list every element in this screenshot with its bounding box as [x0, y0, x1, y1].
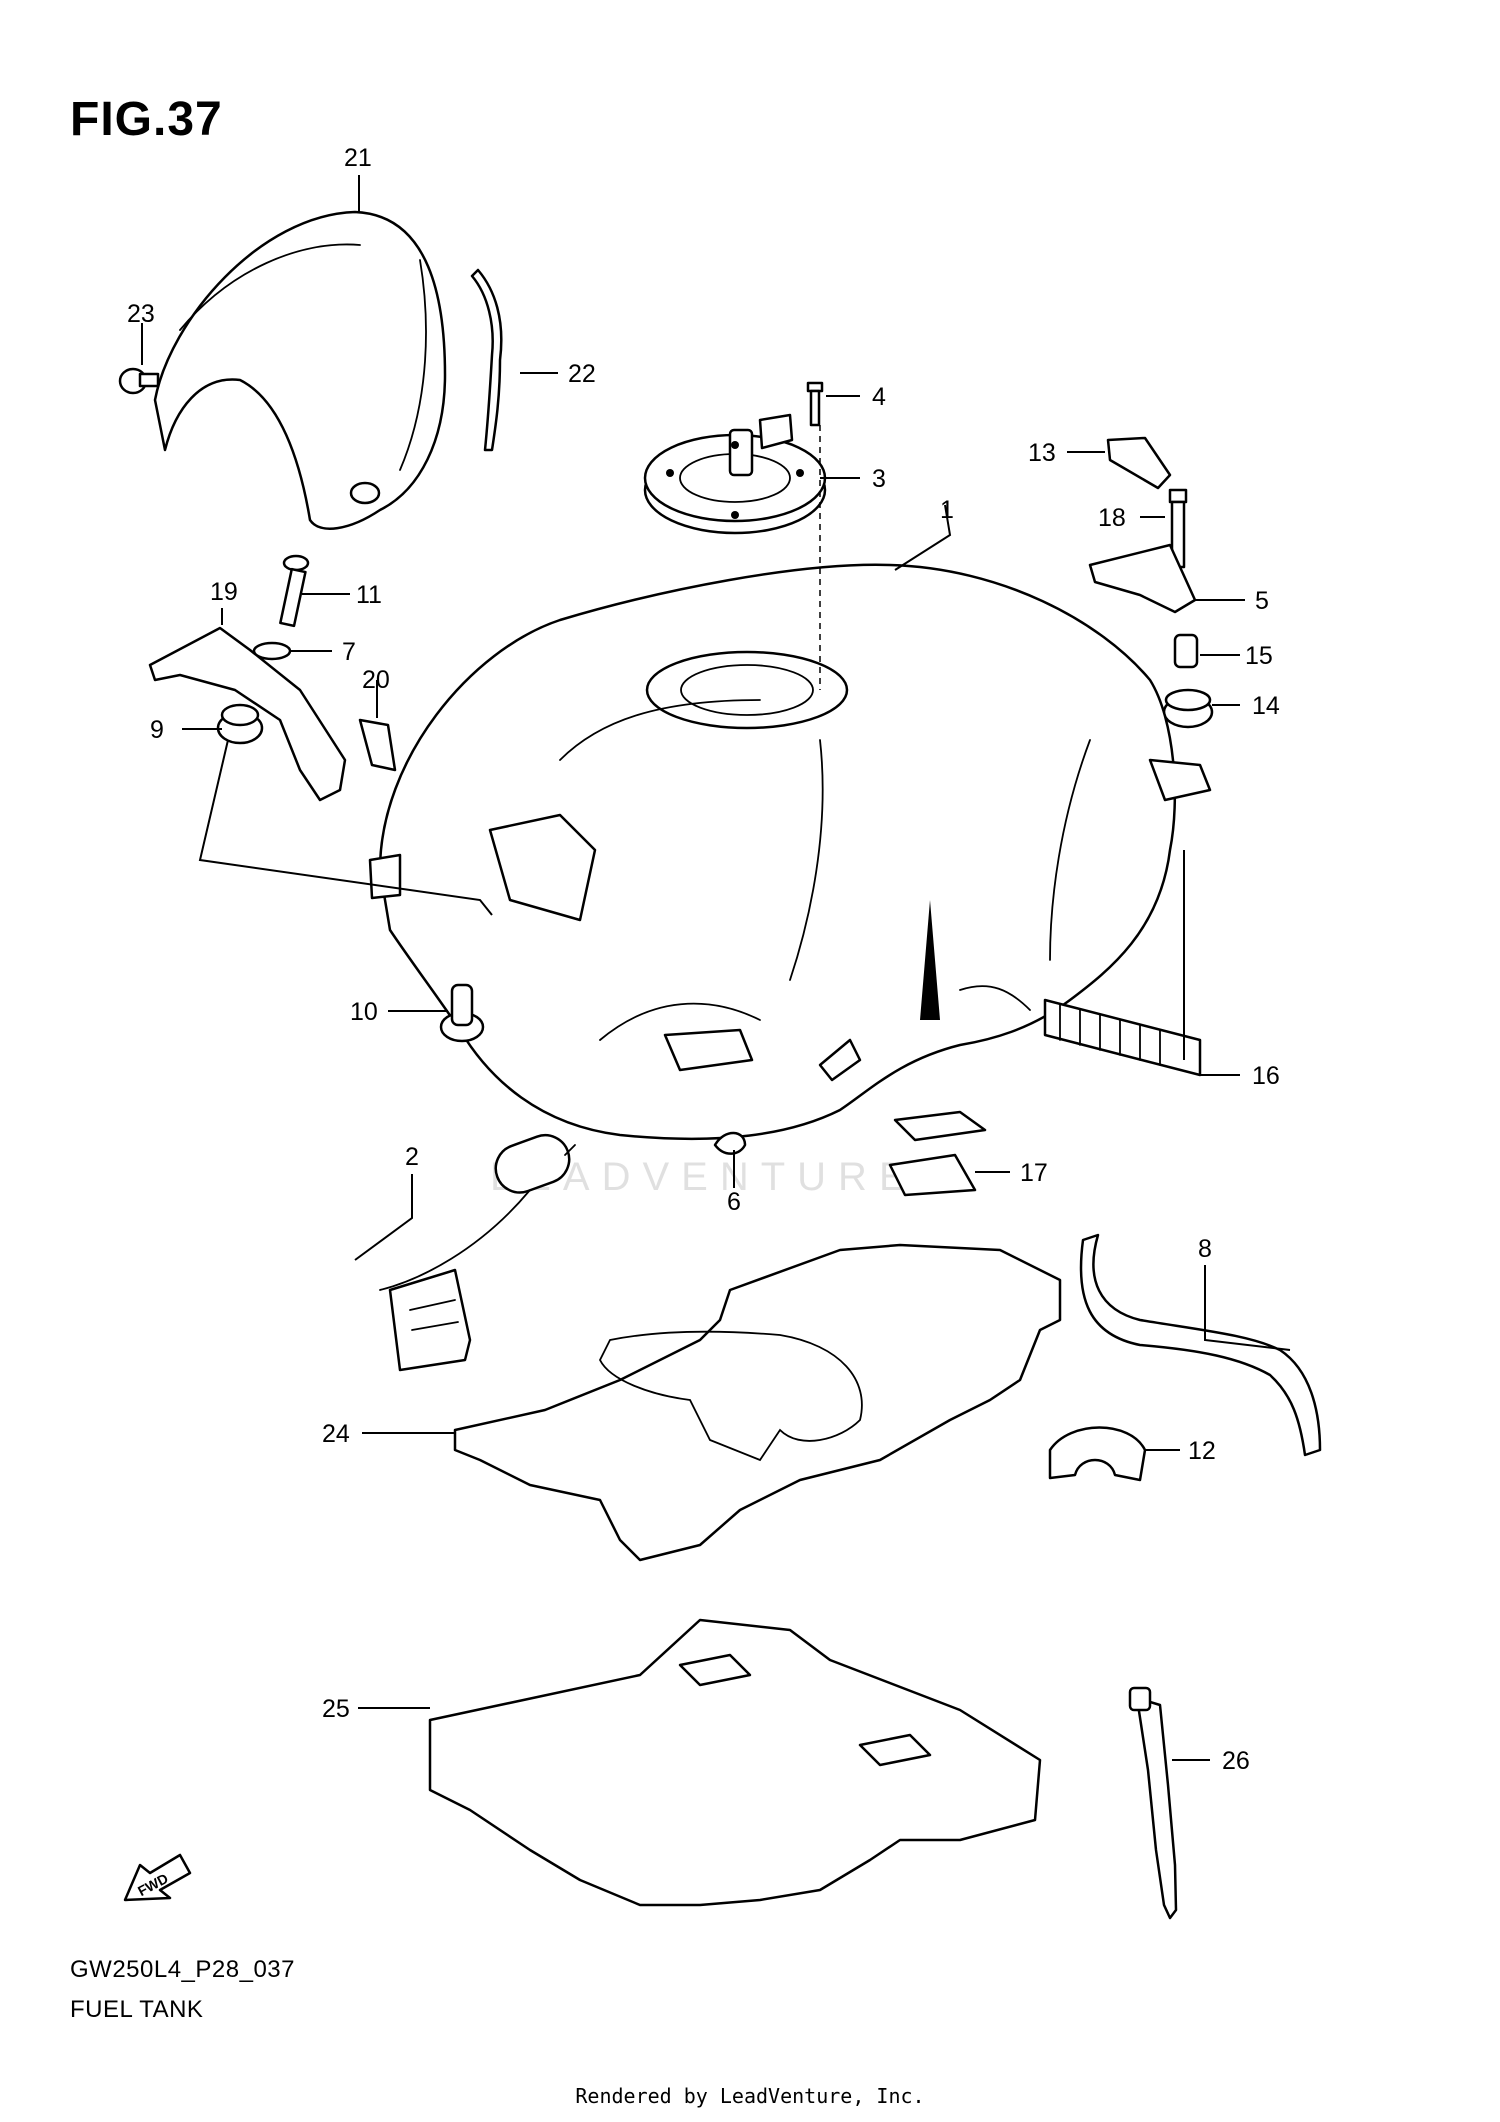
part-3-fuel-cap[interactable]: [643, 413, 827, 535]
part-24-heat-shield[interactable]: [453, 1243, 1062, 1562]
part-4-bolt[interactable]: [806, 381, 824, 427]
part-25-plate[interactable]: [428, 1618, 1042, 1907]
callout-23: 23: [127, 300, 155, 328]
part-17-emblem[interactable]: [888, 1110, 987, 1197]
callout-6: 6: [727, 1188, 741, 1216]
part-23-screw[interactable]: [118, 367, 160, 395]
callout-12: 12: [1188, 1437, 1216, 1465]
part-9-grommet[interactable]: [216, 703, 264, 745]
part-14-grommet[interactable]: [1162, 688, 1214, 729]
part-22-strip[interactable]: [470, 268, 503, 452]
part-19-bracket[interactable]: [148, 626, 347, 802]
callout-26: 26: [1222, 1747, 1250, 1775]
callout-11: 11: [356, 581, 382, 609]
callout-15: 15: [1245, 642, 1273, 670]
callout-16: 16: [1252, 1062, 1280, 1090]
callout-1: 1: [940, 496, 954, 524]
callout-20: 20: [362, 666, 390, 694]
part-13-cap[interactable]: [1106, 436, 1172, 490]
footer-name: FUEL TANK: [70, 1996, 204, 2023]
callout-5: 5: [1255, 587, 1269, 615]
part-15-collar[interactable]: [1173, 633, 1199, 669]
part-10-grommet[interactable]: [439, 983, 485, 1043]
part-6-plug[interactable]: [713, 1131, 747, 1155]
footer-code: GW250L4_P28_037: [70, 1956, 295, 1983]
part-12-clamp[interactable]: [1048, 1426, 1147, 1482]
callout-17: 17: [1020, 1159, 1048, 1187]
part-5-bracket[interactable]: [1088, 543, 1197, 614]
callout-25: 25: [322, 1695, 350, 1723]
callout-14: 14: [1252, 692, 1280, 720]
part-20-cushion[interactable]: [358, 718, 397, 772]
callout-2: 2: [405, 1143, 419, 1171]
fwd-arrow: FWD: [123, 1853, 192, 1902]
callout-18: 18: [1098, 504, 1126, 532]
callout-13: 13: [1028, 439, 1056, 467]
rendered-by: Rendered by LeadVenture, Inc.: [575, 2084, 925, 2108]
figure-title: FIG.37: [70, 93, 223, 146]
callout-24: 24: [322, 1420, 350, 1448]
callout-19: 19: [210, 578, 238, 606]
callout-4: 4: [872, 383, 886, 411]
part-11-bolt[interactable]: [279, 554, 310, 628]
callout-22: 22: [568, 360, 596, 388]
part-26-cable-tie[interactable]: [1128, 1686, 1178, 1920]
callout-9: 9: [150, 716, 164, 744]
part-1-fuel-tank[interactable]: [368, 563, 1212, 1141]
part-16-rubber[interactable]: [1043, 998, 1202, 1077]
part-2-fuel-gauge[interactable]: [379, 1128, 576, 1372]
callout-7: 7: [342, 638, 356, 666]
part-8-hose[interactable]: [1079, 1233, 1322, 1457]
callout-3: 3: [872, 465, 886, 493]
part-24-cutout: [598, 1330, 863, 1462]
callout-21: 21: [344, 144, 372, 172]
part-21-cowl[interactable]: [153, 210, 447, 530]
callout-8: 8: [1198, 1235, 1212, 1263]
callout-10: 10: [350, 998, 378, 1026]
